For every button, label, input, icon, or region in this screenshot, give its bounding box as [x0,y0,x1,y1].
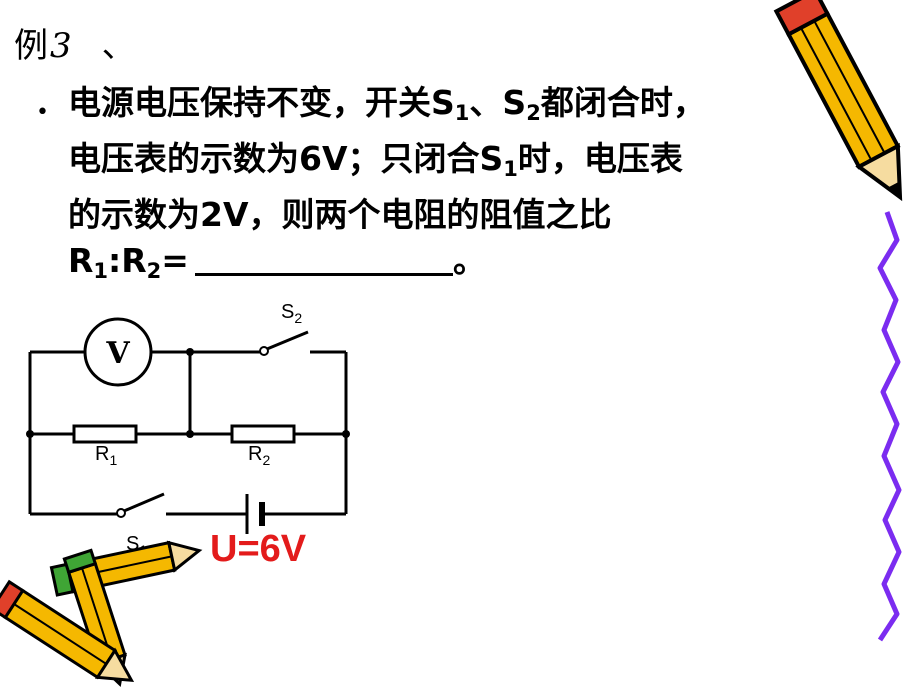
ratio-colon-r: :R [108,241,147,280]
problem-text-1a: 电源电压保持不变，开关S [68,83,455,122]
problem-line-2: 电压表的示数为6V；只闭合S1时，电压表 [68,136,838,192]
switch-s1 [116,492,165,518]
problem-line-4: R1:R2= 。 [68,238,838,294]
sub-5: 2 [146,259,162,283]
sub-4: 1 [93,259,109,283]
junction-dot [26,430,34,438]
source-voltage-label: U=6V [210,528,307,570]
slide-title: 例3 、 [14,18,136,67]
r2-label: R2 [248,443,270,468]
problem-text-1c: 都闭合时， [540,83,706,122]
answer-blank[interactable] [194,243,453,276]
battery [245,494,265,534]
switch-s2 [259,330,309,356]
pencil-icon [773,0,903,202]
title-prefix: 例 [14,26,48,66]
voltmeter-label: V [105,336,130,371]
sub-2: 2 [526,101,541,125]
resistor-r2 [230,424,296,444]
sub-3: 1 [503,157,518,181]
problem-text-2b: 时，电压表 [517,139,683,178]
title-number: 3 [50,26,72,66]
problem-text-1b: 、S [469,83,527,122]
period-mark: 。 [452,241,486,280]
squiggle-line [877,211,902,642]
problem-line-3: 的示数为2V，则两个电阻的阻值之比 [68,195,612,234]
problem-text: 电源电压保持不变，开关S1、S2都闭合时， 电压表的示数为6V；只闭合S1时，电… [68,80,838,294]
junction-dot [186,430,194,438]
problem-text-2a: 电压表的示数为6V；只闭合S [68,139,504,178]
ratio-equals: = [161,241,189,280]
title-mark: 、 [101,26,136,66]
s2-label: S2 [281,301,302,326]
junction-dot [342,430,350,438]
problem-line-1: 电源电压保持不变，开关S1、S2都闭合时， [68,80,838,136]
resistor-r1 [72,424,138,444]
junction-dot [186,348,194,356]
pencil-icon [0,579,135,682]
voltmeter: V [83,317,153,387]
circuit-wires [28,350,348,516]
sub-1: 1 [454,101,470,125]
bullet-dot: • [36,100,49,125]
r1-label: R1 [95,443,117,468]
ratio-r: R [68,241,94,280]
